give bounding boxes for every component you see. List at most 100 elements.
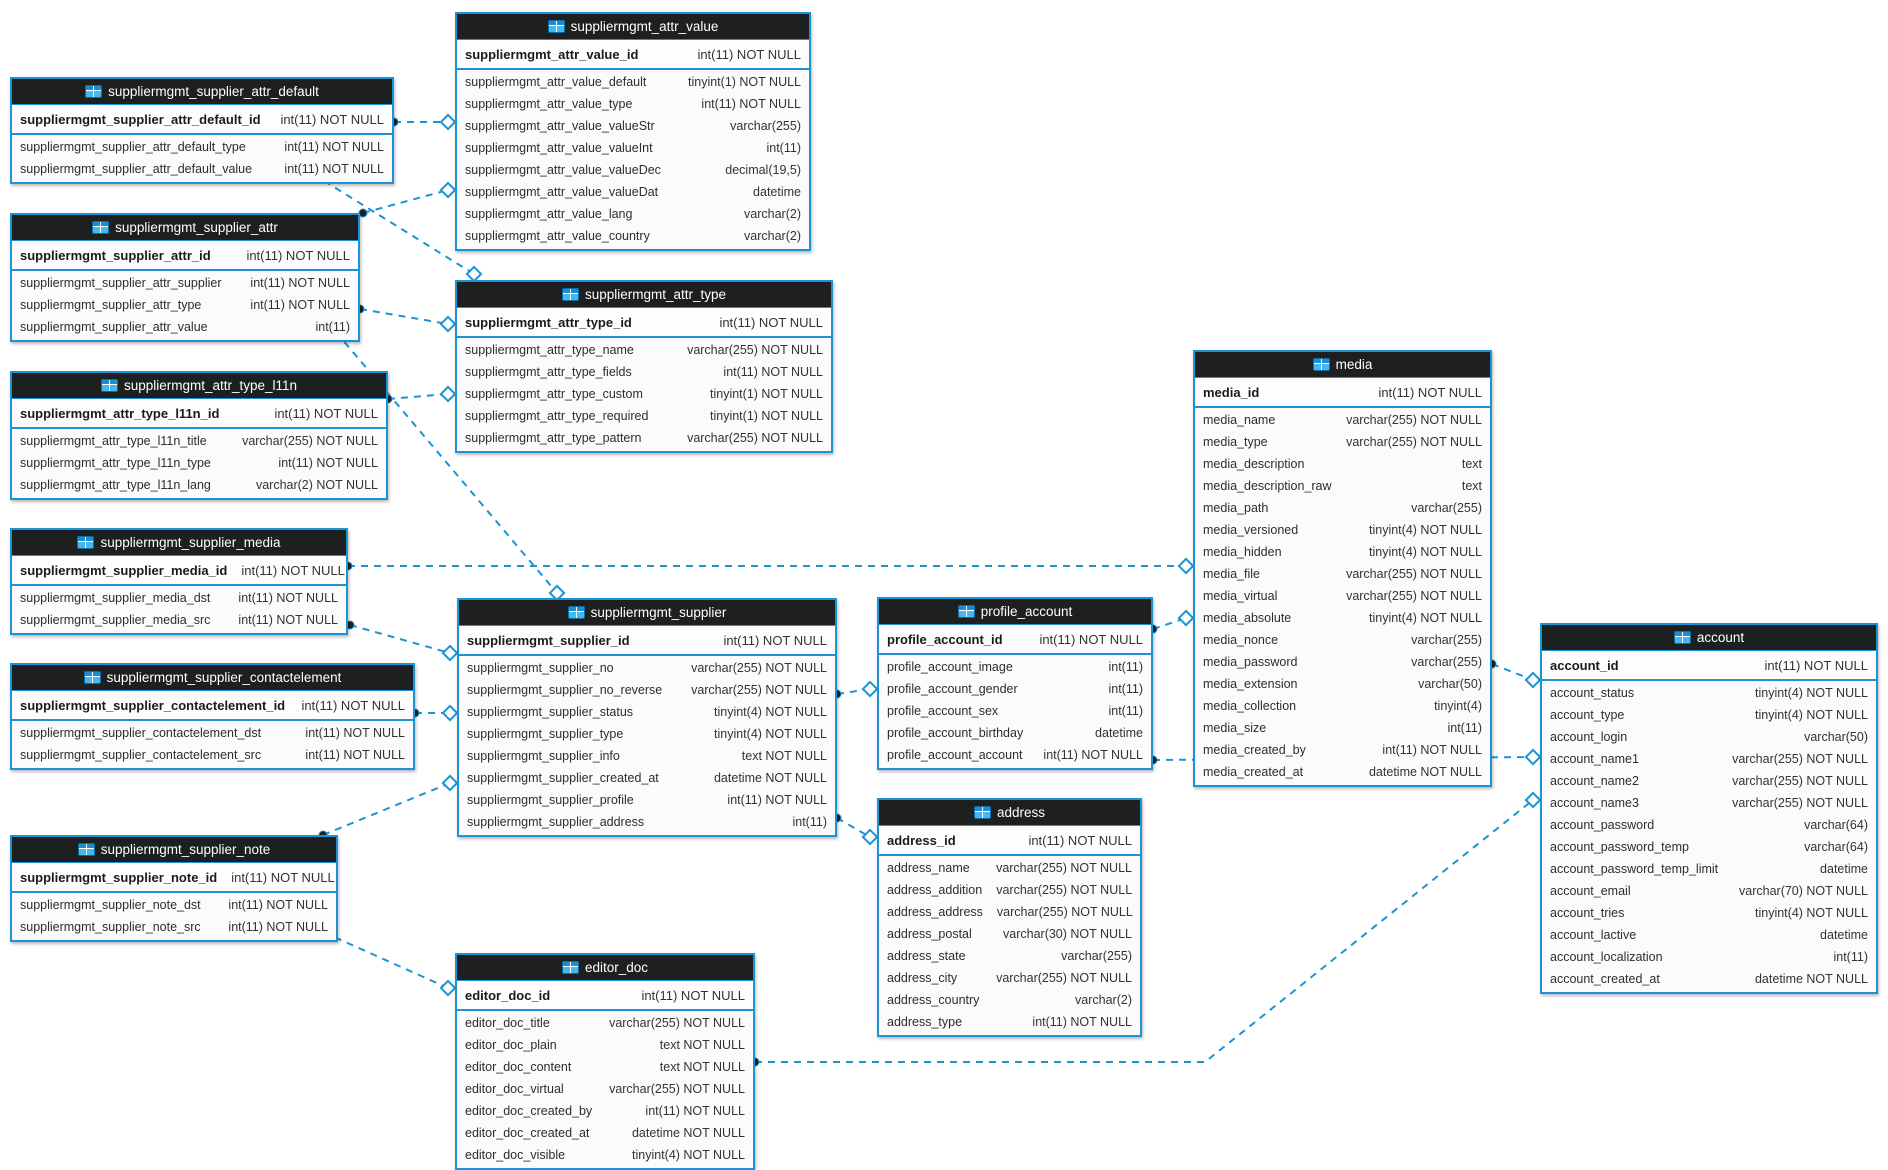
table-header[interactable]: address	[879, 800, 1140, 826]
table-header[interactable]: account	[1542, 625, 1876, 651]
column-suppliermgmt_supplier_contactelement_dst[interactable]: suppliermgmt_supplier_contactelement_dst…	[12, 722, 413, 744]
relationship-suppliermgmt_supplier_note-to-editor_doc[interactable]	[318, 927, 457, 997]
relationship-suppliermgmt_supplier-to-address[interactable]	[832, 813, 879, 846]
table-header[interactable]: media	[1195, 352, 1490, 378]
relationship-editor_doc-to-account[interactable]	[750, 791, 1542, 1067]
table-suppliermgmt_attr_value[interactable]: suppliermgmt_attr_value suppliermgmt_attr…	[455, 12, 811, 251]
table-header[interactable]: editor_doc	[457, 955, 753, 981]
relationship-suppliermgmt_supplier_attr-to-suppliermgmt_attr_type[interactable]	[355, 304, 457, 333]
relationship-line[interactable]	[755, 799, 1534, 1063]
table-header[interactable]: suppliermgmt_supplier_media	[12, 530, 346, 556]
table-header[interactable]: suppliermgmt_supplier_attr	[12, 215, 358, 241]
relationship-suppliermgmt_supplier_media-to-media[interactable]	[343, 557, 1195, 575]
table-header[interactable]: suppliermgmt_supplier	[459, 600, 835, 626]
relationship-suppliermgmt_supplier-to-profile_account[interactable]	[832, 680, 879, 699]
table-header[interactable]: suppliermgmt_attr_value	[457, 14, 809, 40]
relationship-line[interactable]	[362, 189, 449, 214]
relationship-suppliermgmt_attr_type_l11n-to-suppliermgmt_attr_type[interactable]	[383, 385, 457, 404]
relationship-suppliermgmt_supplier_note-to-suppliermgmt_supplier[interactable]	[318, 774, 459, 840]
table-header[interactable]: suppliermgmt_supplier_attr_default	[12, 79, 392, 105]
relationship-suppliermgmt_supplier_contactelement-to-suppliermgmt_supplier[interactable]	[410, 704, 459, 722]
relationship-line[interactable]	[836, 817, 871, 838]
relationship-suppliermgmt_supplier_attr-to-suppliermgmt_attr_value[interactable]	[358, 181, 457, 218]
relationship-line[interactable]	[322, 782, 451, 836]
relationship-line[interactable]	[322, 931, 449, 989]
relationship-suppliermgmt_supplier_media-to-suppliermgmt_supplier[interactable]	[345, 620, 459, 662]
